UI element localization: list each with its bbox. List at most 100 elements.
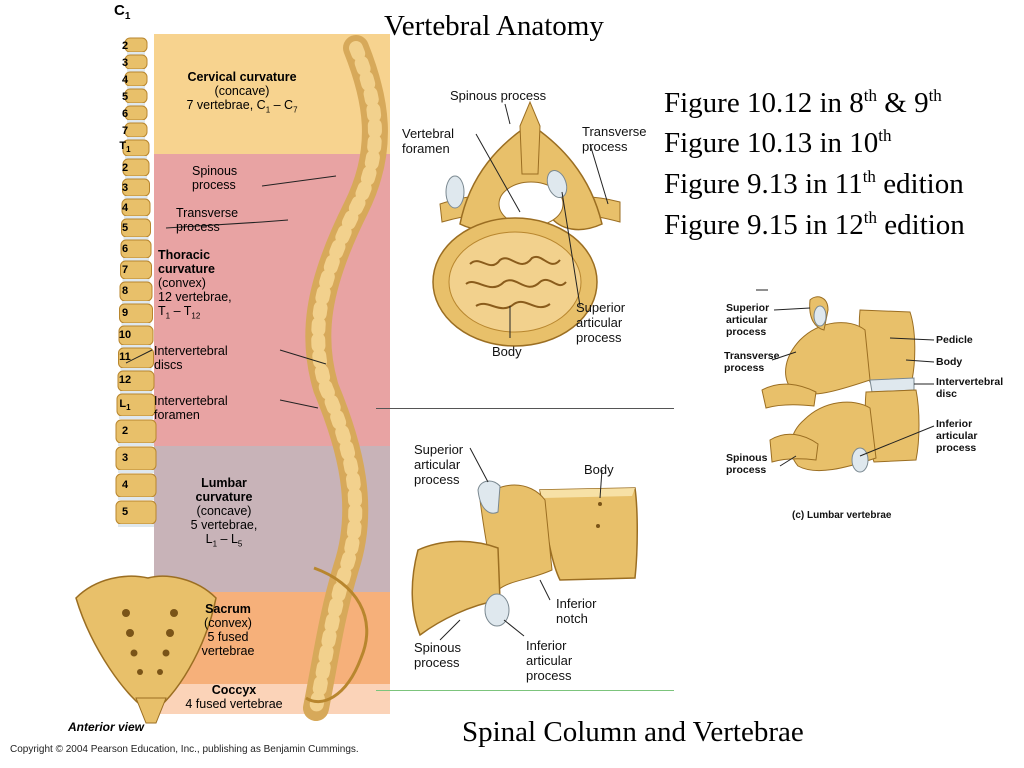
disc <box>122 279 150 282</box>
disc <box>122 301 150 304</box>
disc <box>125 156 147 159</box>
disc <box>123 237 149 240</box>
vertebra-number: 5 <box>121 91 129 103</box>
vertebra-number: 7 <box>121 125 129 137</box>
disc <box>127 86 145 89</box>
figure-ref-2: Figure 10.13 in 10th <box>664 126 892 159</box>
lateral-spine-segments <box>309 41 382 715</box>
vertebra-number: 11 <box>119 351 131 363</box>
disc <box>125 176 147 179</box>
vertebra-number: 2 <box>121 425 129 437</box>
disc <box>120 391 152 394</box>
disc <box>127 120 145 123</box>
disc <box>119 416 153 419</box>
disc <box>118 470 154 473</box>
figure-divider <box>376 408 674 409</box>
body-label: Body <box>584 462 614 477</box>
sacral-foramina <box>122 609 178 675</box>
body-label: Body <box>936 356 963 368</box>
vertebra-number: L1 <box>119 398 131 413</box>
cervical-label: Cervical curvature (concave) 7 vertebrae… <box>186 70 298 115</box>
vertebra-number: 3 <box>121 182 129 194</box>
copyright-notice: Copyright © 2004 Pearson Education, Inc.… <box>10 744 359 755</box>
vertebra-number: 8 <box>121 285 129 297</box>
vertebra-number: 2 <box>121 40 129 52</box>
disc <box>118 443 154 446</box>
disc <box>127 69 145 72</box>
superior-vertebra-illustration <box>432 100 621 347</box>
body-label: Body <box>492 344 522 359</box>
pointer-lines <box>125 175 337 409</box>
anterior-view-label: Anterior view <box>68 720 145 734</box>
vertebra-number: 5 <box>121 222 129 234</box>
lateral-vertebra-illustration <box>411 447 638 641</box>
disc <box>127 137 145 140</box>
slide-title: Vertebral Anatomy <box>384 10 604 42</box>
figure-bottom-rule <box>376 690 674 691</box>
disc <box>118 497 154 500</box>
disc <box>127 52 145 55</box>
disc <box>123 258 149 261</box>
c1-label: C1 <box>114 2 131 22</box>
bottom-title: Spinal Column and Vertebrae <box>462 716 804 748</box>
pedicle-label: Pedicle <box>936 334 973 346</box>
disc <box>124 216 148 219</box>
vertebra-number: 4 <box>121 202 129 214</box>
coccyx-region <box>154 684 390 714</box>
vertebra-number: 6 <box>121 108 129 120</box>
vertebra-number: 3 <box>121 452 129 464</box>
disc <box>121 323 151 326</box>
anterior-coccyx <box>135 697 167 724</box>
disc <box>120 368 152 371</box>
disc <box>121 345 151 348</box>
lumbar-figure-caption: (c) Lumbar vertebrae <box>792 510 892 521</box>
vertebra-number: 10 <box>118 329 132 341</box>
vertebra-number: 2 <box>121 162 129 174</box>
vertebra-number: 4 <box>121 74 129 86</box>
vertebra-number: 4 <box>121 479 129 491</box>
spinous-process-label: Spinous process <box>450 88 547 103</box>
vertebra-number: T1 <box>119 140 131 155</box>
spine-illustration <box>75 35 388 724</box>
figure-ref-4: Figure 9.15 in 12th edition <box>664 208 965 241</box>
vertebra-number: 5 <box>121 506 129 518</box>
disc <box>127 103 145 106</box>
lumbar-vertebrae-illustration <box>756 289 935 473</box>
figure-ref-3: Figure 9.13 in 11th edition <box>664 167 964 200</box>
vertebra-number: 3 <box>121 57 129 69</box>
vertebra-number: 6 <box>121 243 129 255</box>
vertebra-number: 12 <box>118 374 132 386</box>
figure-references: Figure 10.12 in 8th & 9th Figure 10.13 i… <box>664 76 1020 246</box>
vertebra-number: 9 <box>121 307 129 319</box>
disc <box>118 524 154 527</box>
disc <box>124 196 148 199</box>
anterior-sacrum <box>75 575 217 714</box>
figure-ref-1: Figure 10.12 in 8th & 9th <box>664 86 942 119</box>
lateral-sacrum <box>305 566 369 704</box>
vertebra-number: 7 <box>121 264 129 276</box>
